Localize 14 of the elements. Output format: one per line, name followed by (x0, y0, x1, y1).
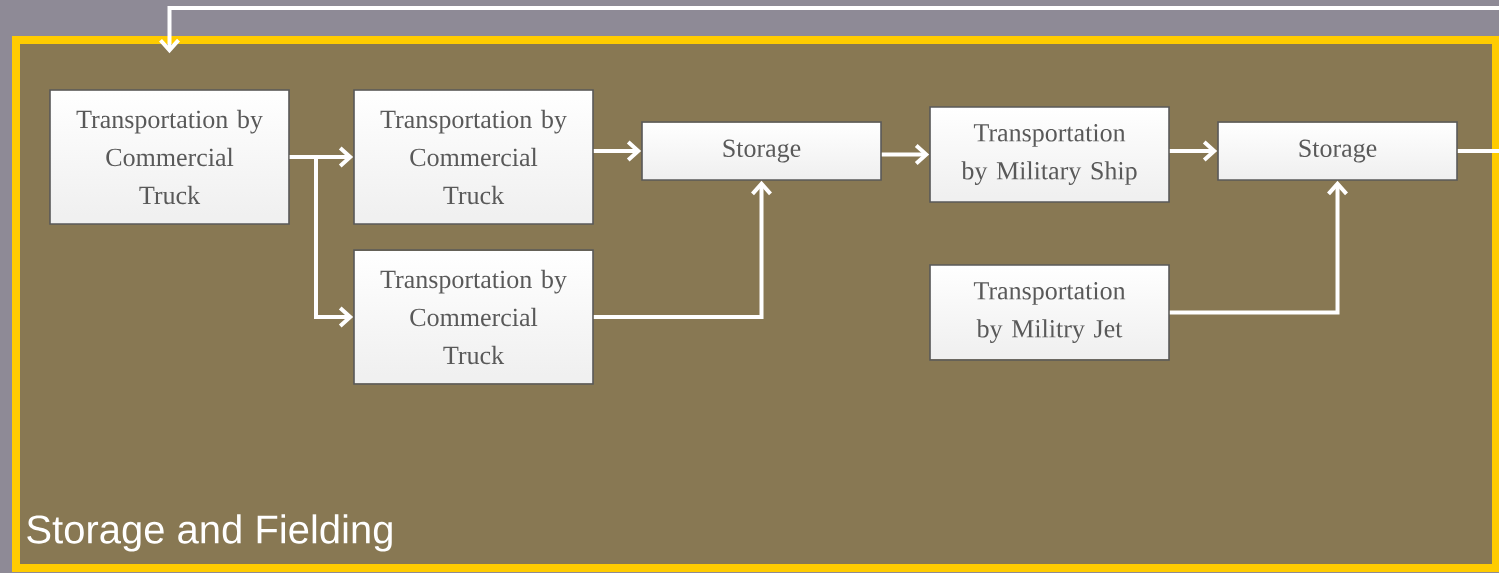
process-box: Transportation by Militry Jet (929, 264, 1170, 361)
arrow (593, 140, 642, 162)
process-box: Storage (641, 121, 882, 181)
arrow (1169, 180, 1348, 315)
process-box: Storage (1217, 121, 1458, 181)
arrow (289, 155, 354, 328)
arrow (881, 144, 930, 165)
process-box: Transportation by Commercial Truck (353, 89, 594, 225)
process-box: Transportation by Commercial Truck (353, 249, 594, 385)
arrow (159, 6, 1499, 153)
arrow (1169, 140, 1218, 162)
process-box: Transportation by Military Ship (929, 106, 1170, 203)
process-box: Transportation by Commercial Truck (49, 89, 290, 225)
arrow (593, 180, 772, 319)
